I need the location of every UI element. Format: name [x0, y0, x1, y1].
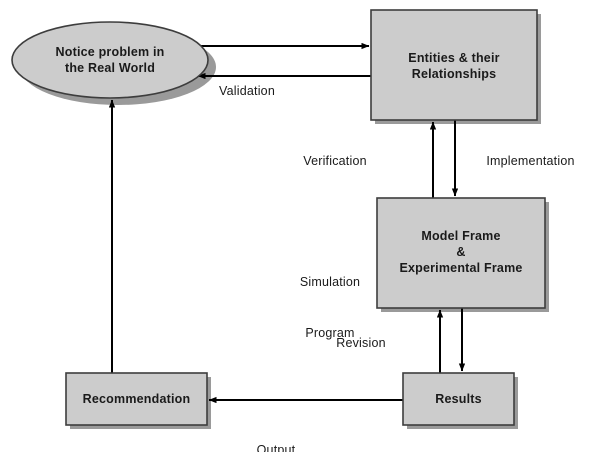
edges	[108, 42, 466, 404]
node-shapes	[11, 9, 546, 426]
node-entities[interactable]	[370, 9, 538, 121]
node-results[interactable]	[402, 372, 515, 426]
node-model-frame[interactable]	[376, 197, 546, 309]
node-real-world[interactable]	[11, 21, 209, 99]
node-recommendation[interactable]	[65, 372, 208, 426]
